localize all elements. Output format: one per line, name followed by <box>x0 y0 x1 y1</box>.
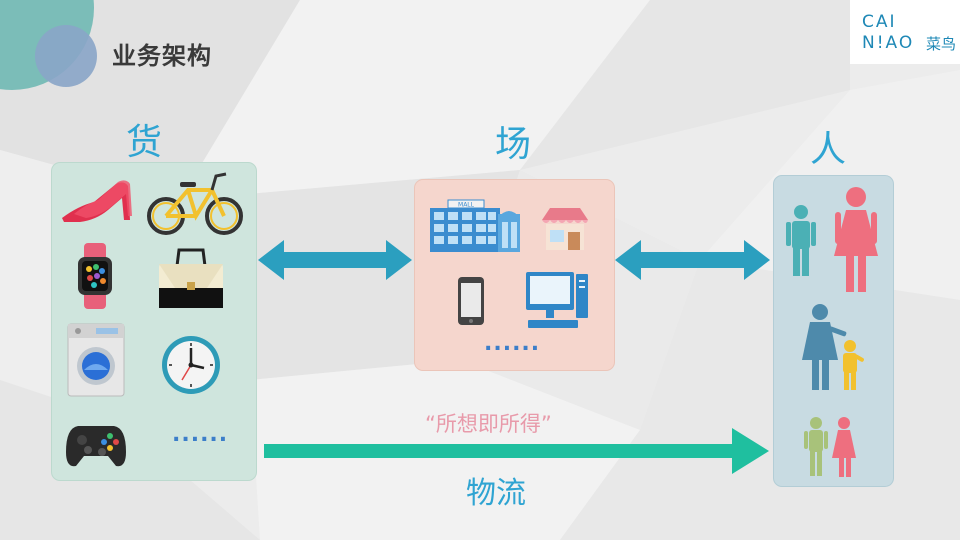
heading-people: 人 <box>810 129 847 170</box>
smartphone-icon <box>458 277 484 325</box>
logo-text-cn: 菜鸟 <box>926 35 957 53</box>
place-people-double-arrow <box>615 240 770 280</box>
desktop-computer-icon <box>526 272 588 328</box>
quote-text: “所想即所得” <box>425 412 552 436</box>
cainiao-logo: CAI N!AO 菜鸟 <box>850 0 960 64</box>
heading-place: 场 <box>495 124 532 165</box>
bicycle-icon <box>147 172 243 235</box>
logo-text-line1: CAI <box>862 12 897 32</box>
washing-machine-icon <box>67 323 125 397</box>
couple-icon <box>804 417 856 477</box>
place-more-ellipsis: ...... <box>484 331 541 356</box>
goods-more-ellipsis: ...... <box>172 422 229 447</box>
handbag-icon <box>159 248 223 308</box>
game-controller-icon <box>66 426 126 467</box>
mall-sign: MALL <box>458 202 475 209</box>
smartwatch-icon <box>78 243 112 309</box>
logistics-label: 物流 <box>466 476 526 511</box>
man-icon <box>786 205 816 276</box>
logo-text-line2: N!AO <box>862 33 915 53</box>
wall-clock-icon <box>162 336 220 394</box>
goods-place-double-arrow <box>258 240 412 280</box>
mall-building-icon: MALL <box>430 199 520 252</box>
page-title: 业务架构 <box>112 42 212 70</box>
high-heel-shoe-icon <box>62 180 132 222</box>
store-icon <box>542 208 588 250</box>
heading-goods: 货 <box>126 122 163 163</box>
mother-child-icon <box>802 304 864 390</box>
logistics-arrow <box>264 428 769 474</box>
woman-icon <box>834 187 878 292</box>
